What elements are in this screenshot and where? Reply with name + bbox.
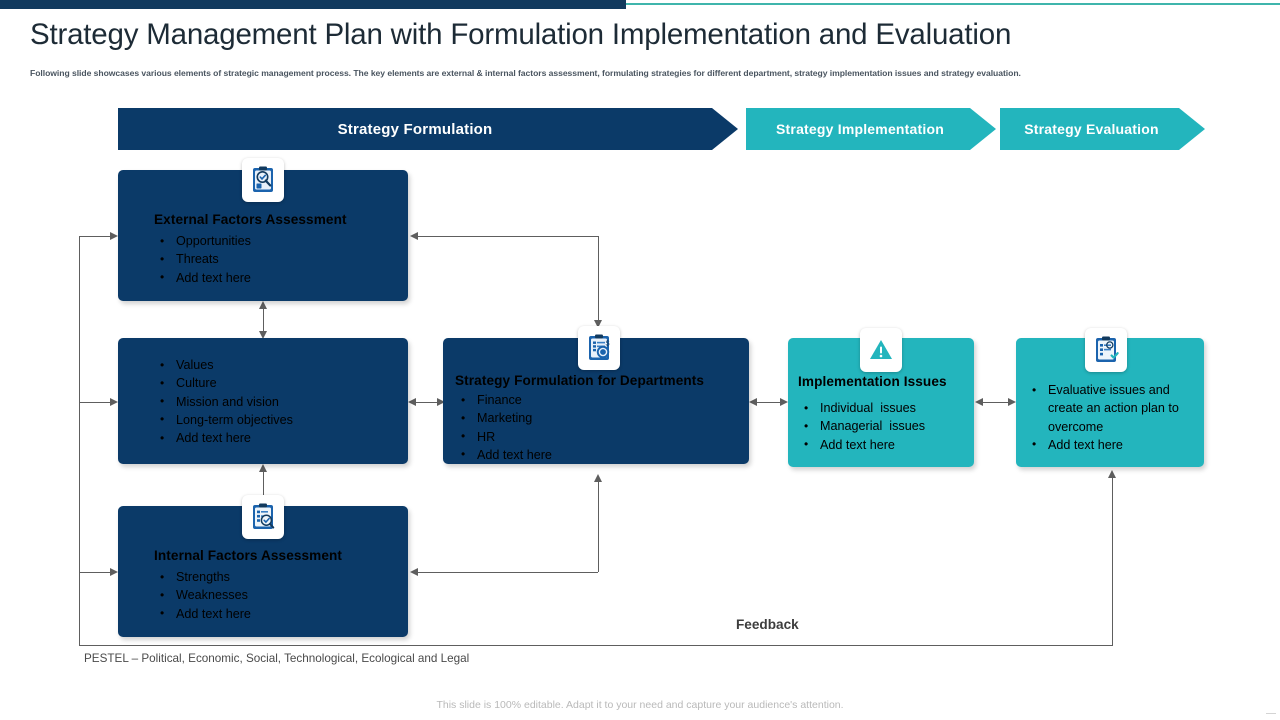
- clipboard-finance-icon: $: [578, 326, 620, 370]
- list-item: Evaluative issues and create an action p…: [1026, 381, 1192, 436]
- arrow-into-values: [110, 397, 118, 406]
- arrow-left-values: [408, 397, 416, 406]
- banner-strategy-implementation[interactable]: Strategy Implementation: [746, 108, 996, 150]
- list-item: Opportunities: [154, 231, 251, 250]
- list-item: Mission and vision: [154, 392, 293, 411]
- connector-left-to-internal: [79, 572, 111, 573]
- list-item: Add text here: [455, 445, 552, 464]
- list-item: Long-term objectives: [154, 410, 293, 429]
- arrow-up-external: [258, 301, 267, 309]
- list-item: Marketing: [455, 409, 552, 428]
- card-bullet-list: Evaluative issues and create an action p…: [1026, 381, 1192, 454]
- card-heading: External Factors Assessment: [154, 212, 347, 227]
- connector-departments-implementation: [753, 402, 783, 403]
- card-bullet-list: Finance Marketing HR Add text here: [455, 390, 552, 464]
- connector-feedback-bottom: [79, 645, 1113, 646]
- page-subtitle: Following slide showcases various elemen…: [30, 68, 1021, 78]
- arrow-left-departments: [749, 397, 757, 406]
- clipboard-search-icon: [242, 158, 284, 202]
- list-item: Add text here: [154, 604, 251, 623]
- connector-external-to-departments-v: [598, 236, 599, 320]
- arrow-into-internal-right: [410, 567, 418, 576]
- list-item: Threats: [154, 250, 251, 269]
- connector-feedback-right: [1112, 478, 1113, 646]
- arrow-left-implementation: [975, 397, 983, 406]
- list-item: Managerial issues: [798, 417, 925, 436]
- arrow-into-departments-top: [593, 320, 602, 328]
- list-item: Strengths: [154, 567, 251, 586]
- checklist-search-icon: [242, 495, 284, 539]
- banner-label: Strategy Implementation: [776, 121, 944, 137]
- connector-implementation-evaluation: [979, 402, 1011, 403]
- connector-internal-to-departments-v: [598, 482, 599, 572]
- connector-values-departments: [414, 402, 440, 403]
- banner-label: Strategy Formulation: [337, 120, 493, 138]
- arrow-down-values: [258, 331, 267, 339]
- arrow-right-implementation: [780, 397, 788, 406]
- arrow-right-departments: [437, 397, 445, 406]
- top-rule-navy: [0, 0, 626, 9]
- list-item: Add text here: [154, 268, 251, 287]
- banner-label: Strategy Evaluation: [1024, 121, 1159, 137]
- arrow-up-values: [258, 464, 267, 472]
- arrow-into-external-right: [410, 231, 418, 240]
- list-item: Finance: [455, 390, 552, 409]
- connector-internal-to-departments-h: [416, 572, 598, 573]
- page-title: Strategy Management Plan with Formulatio…: [30, 18, 1012, 51]
- card-heading: Internal Factors Assessment: [154, 548, 343, 563]
- footer-note: This slide is 100% editable. Adapt it to…: [436, 699, 844, 711]
- feedback-label: Feedback: [736, 617, 799, 632]
- pestel-legend: PESTEL – Political, Economic, Social, Te…: [84, 652, 470, 665]
- connector-values-internal: [263, 471, 264, 499]
- arrow-into-internal: [110, 567, 118, 576]
- list-item: Values: [154, 355, 293, 374]
- clipboard-check-icon: [1085, 328, 1127, 372]
- list-item: Individual issues: [798, 398, 925, 417]
- list-item: Weaknesses: [154, 586, 251, 605]
- banner-strategy-formulation[interactable]: Strategy Formulation: [118, 108, 738, 150]
- card-bullet-list: Opportunities Threats Add text here: [154, 231, 251, 287]
- card-bullet-list: Strengths Weaknesses Add text here: [154, 567, 251, 623]
- connector-left-to-values: [79, 402, 111, 403]
- list-item: Add text here: [1026, 435, 1192, 454]
- card-heading: Strategy Formulation for Departments: [455, 373, 705, 388]
- list-item: Add text here: [798, 435, 925, 454]
- connector-left-spine: [79, 236, 80, 646]
- arrow-into-departments-bottom: [593, 474, 602, 482]
- corner-mark: [1266, 713, 1276, 714]
- card-bullet-list: Individual issues Managerial issues Add …: [798, 398, 925, 454]
- connector-left-to-external: [79, 236, 111, 237]
- svg-text:$: $: [606, 340, 610, 347]
- connector-external-values: [263, 308, 264, 332]
- list-item: HR: [455, 427, 552, 446]
- top-rule-teal: [626, 3, 1280, 5]
- arrow-right-evaluation: [1008, 397, 1016, 406]
- connector-external-to-departments-h: [416, 236, 598, 237]
- arrow-feedback-into-evaluation: [1107, 470, 1116, 478]
- card-heading: Implementation Issues: [798, 374, 947, 389]
- card-bullet-list: Values Culture Mission and vision Long-t…: [154, 355, 293, 448]
- banner-strategy-evaluation[interactable]: Strategy Evaluation: [1000, 108, 1205, 150]
- list-item: Culture: [154, 374, 293, 393]
- arrow-into-external: [110, 231, 118, 240]
- list-item: Add text here: [154, 429, 293, 448]
- warning-triangle-icon: [860, 328, 902, 372]
